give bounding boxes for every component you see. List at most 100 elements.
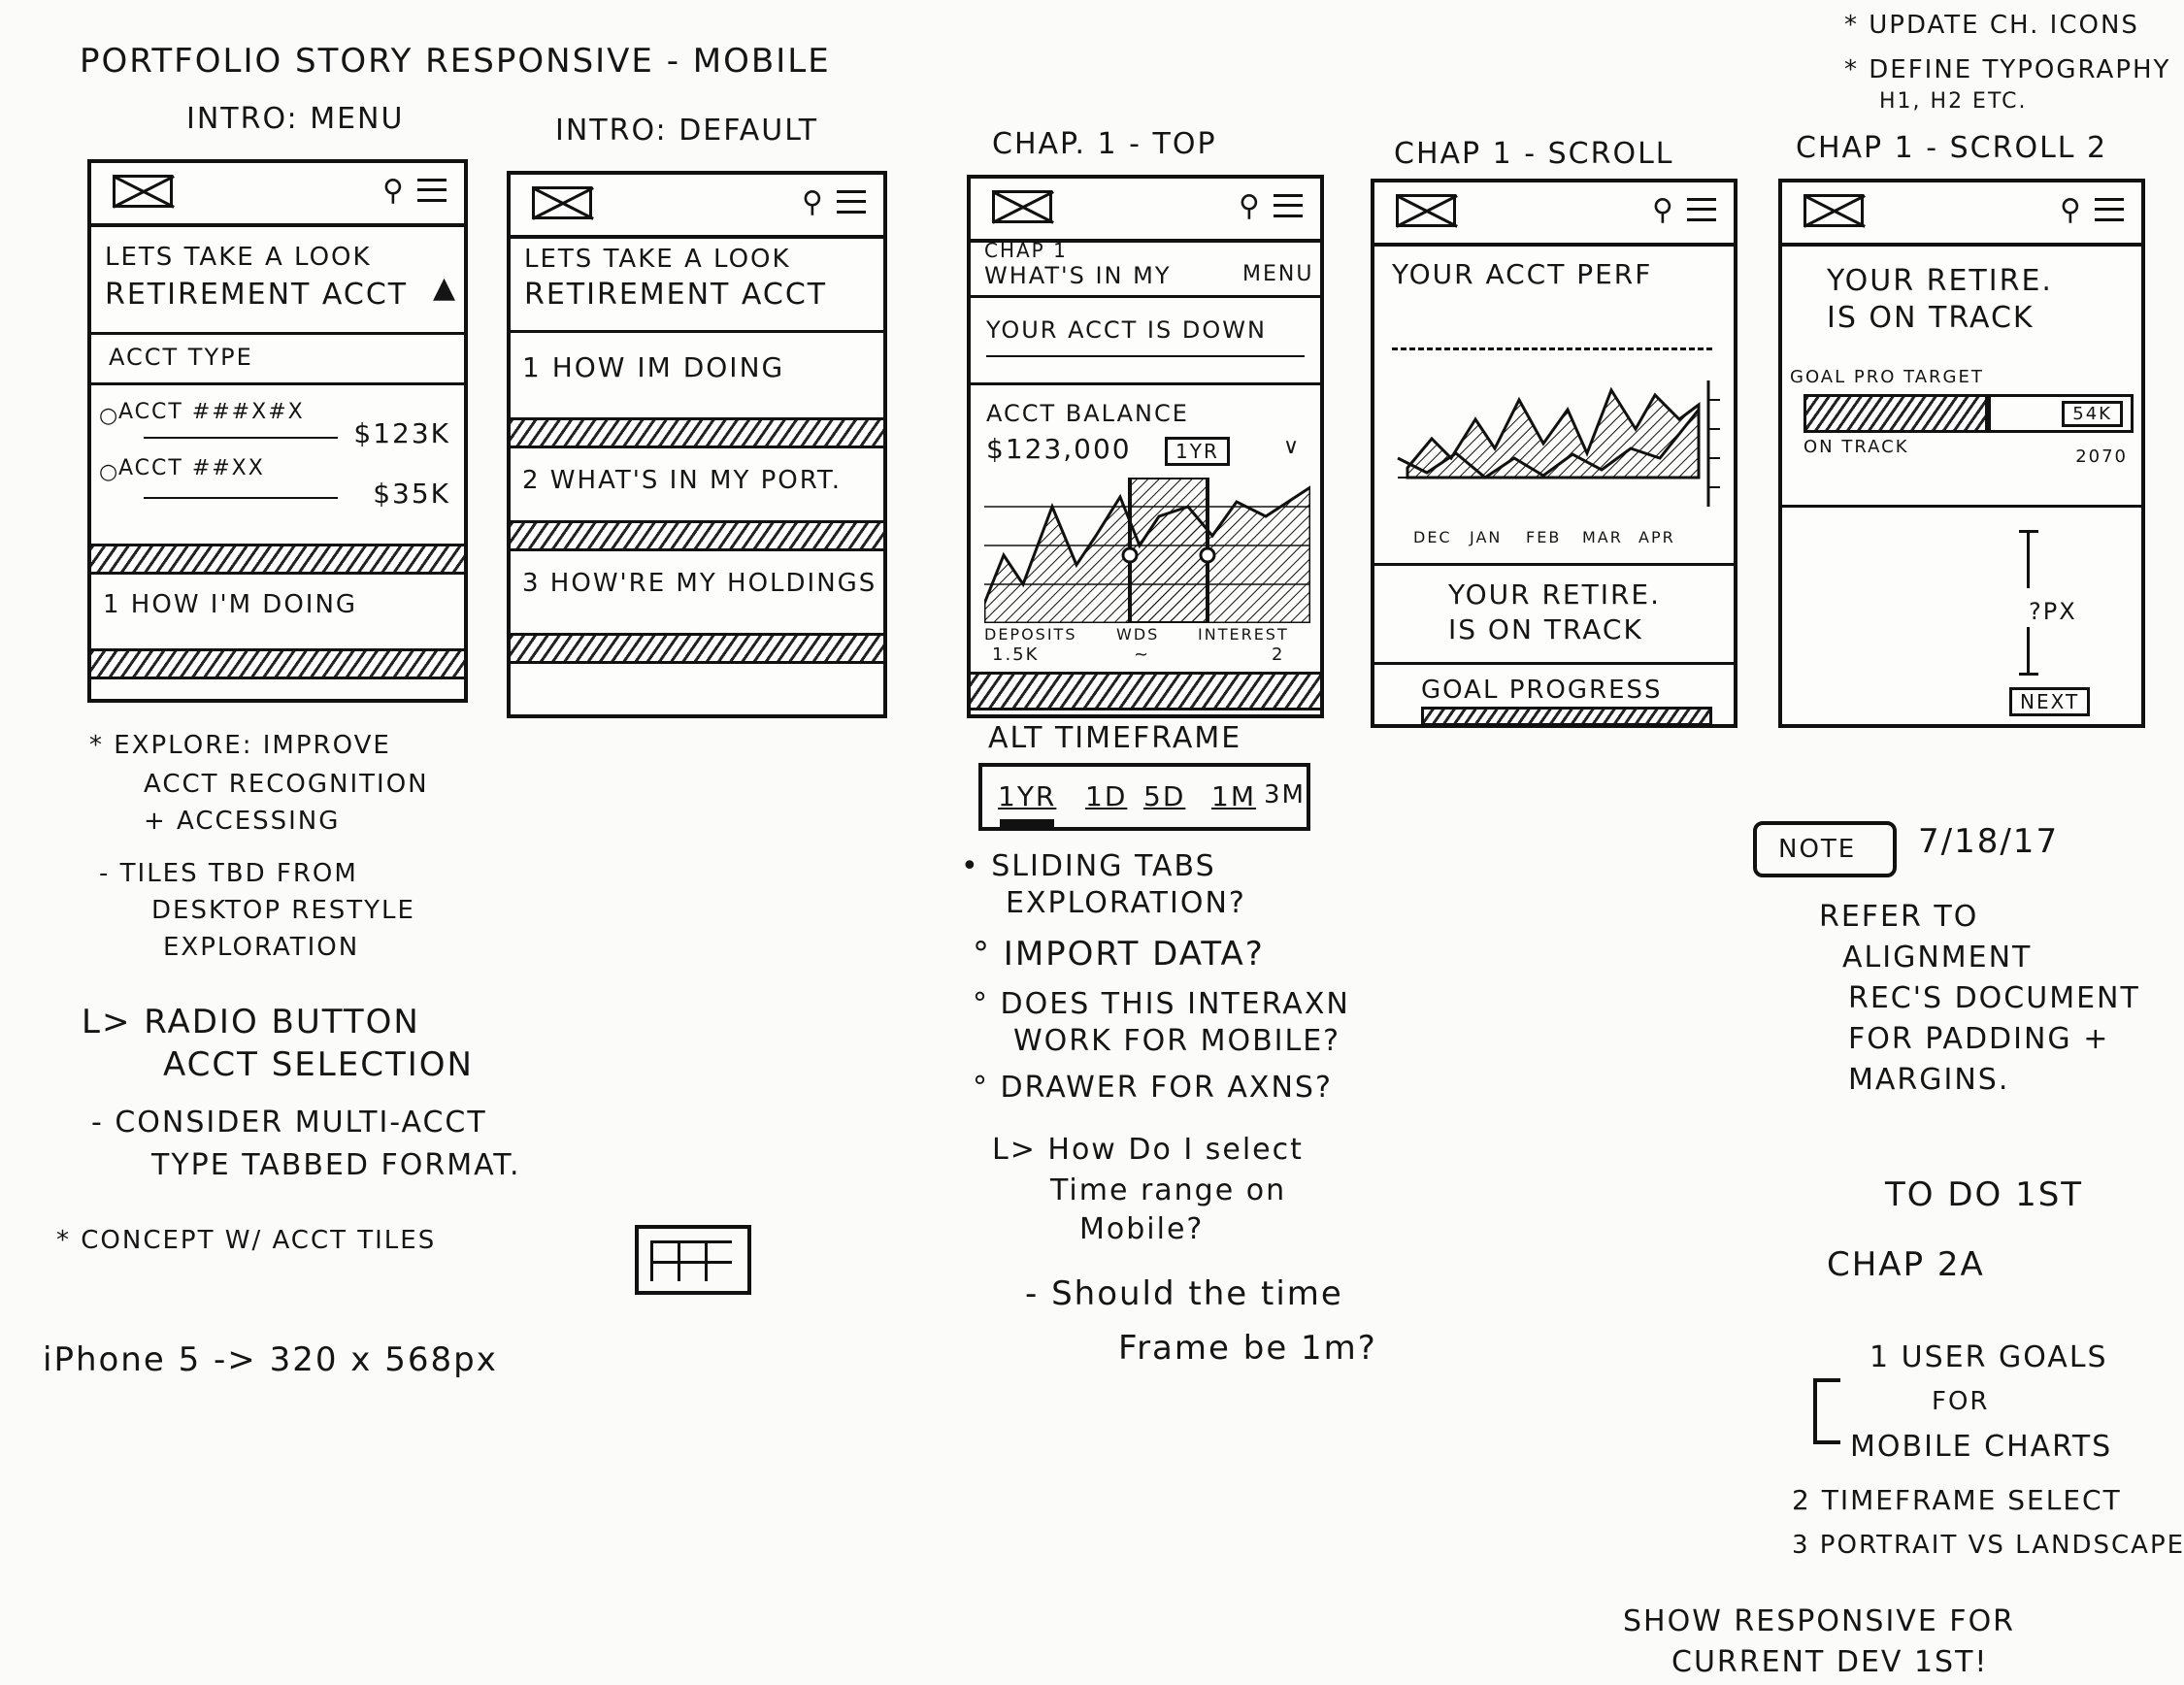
menu-icon[interactable] (837, 190, 866, 214)
goal-bar: 54K (1803, 394, 2134, 433)
account-name[interactable]: Acct ###x#x (118, 400, 305, 424)
note-left: Acct Selection (163, 1045, 474, 1084)
note-left: * Concept w/ Acct Tiles (56, 1226, 437, 1255)
note-right: Alignment (1842, 941, 2033, 975)
note-mid: • Sliding Tabs (961, 849, 1216, 883)
note-left: + Accessing (144, 807, 341, 836)
month-tick: Feb (1526, 528, 1562, 546)
search-icon[interactable]: ⚲ (2060, 193, 2081, 227)
account-name[interactable]: Acct ##xx (118, 456, 265, 480)
todo-title: To Do 1st (1885, 1175, 2084, 1214)
performance-area (1406, 386, 1701, 479)
todo-item: Mobile Charts (1850, 1430, 2113, 1464)
screen-label: Chap. 1 - Top (992, 127, 1217, 161)
menu-icon[interactable] (1274, 194, 1303, 217)
note-left: Exploration (163, 933, 360, 962)
legend-label: WDs (1116, 625, 1160, 644)
balance-label: Acct Balance (986, 400, 1189, 427)
timeframe-tab[interactable]: 1M (1211, 780, 1256, 812)
tile-placeholder (91, 648, 464, 679)
note-left: - Consider Multi-Acct (91, 1106, 487, 1140)
todo-item: 2 Timeframe Select (1792, 1484, 2122, 1516)
timeframe-tab[interactable]: 5D (1143, 780, 1186, 812)
note-mid: ° Does this Interaxn (973, 987, 1350, 1021)
spacing-label: ?px (2029, 598, 2077, 625)
phone-chap1-scroll: ⚲ Your Acct Perf Dec Jan Feb Mar Apr You… (1371, 179, 1737, 728)
top-note-headings: H1, H2 etc. (1879, 89, 2028, 114)
logo-placeholder-icon (532, 186, 592, 219)
chapter-menu-link[interactable]: Menu (1242, 262, 1314, 286)
scrub-handle-icon (1199, 546, 1216, 564)
logo-placeholder-icon (992, 190, 1052, 223)
chapter-row[interactable]: 1 How I'm Doing (103, 590, 358, 619)
note-mid: - Should the time (1025, 1274, 1343, 1313)
performance-line (1397, 409, 1701, 479)
spacing-marker (2019, 530, 2038, 676)
goal-status: On Track (1803, 437, 1909, 457)
menu-icon[interactable] (2095, 198, 2124, 221)
chevron-down-icon[interactable]: ∨ (1283, 435, 1302, 459)
legend-label: Deposits (984, 625, 1077, 644)
note-mid: ° Drawer for Axns? (973, 1071, 1333, 1105)
search-icon[interactable]: ⚲ (802, 185, 823, 219)
phone-header: ⚲ (1782, 182, 2141, 247)
note-mid: Work for Mobile? (1013, 1024, 1341, 1058)
menu-icon[interactable] (417, 179, 447, 202)
timeframe-tabs: 1YR 1D 5D 1M 3M (978, 763, 1310, 831)
phone-header: ⚲ (511, 175, 883, 239)
legend-label: Interest (1198, 625, 1289, 644)
dropdown-caret-icon[interactable]: ▲ (433, 271, 458, 305)
logo-placeholder-icon (113, 175, 173, 208)
note-left: Acct Recognition (144, 770, 429, 799)
radio-icon[interactable]: ○ (99, 460, 120, 484)
scrub-handle-icon (1121, 546, 1139, 564)
note-mid: Time range on (1050, 1173, 1287, 1207)
top-note-icons: * Update Ch. Icons (1844, 11, 2139, 40)
phone-intro-menu: ⚲ Lets Take a Look Retirement Acct ▲ Acc… (87, 159, 468, 703)
note-right: For Padding + (1848, 1022, 2110, 1056)
goal-label: Goal Pro Target (1790, 367, 1984, 387)
timeframe-tab[interactable]: 3M (1264, 780, 1306, 809)
chapter-row[interactable]: 2 What's in my Port. (522, 466, 842, 495)
headline-line-1: Lets Take a Look (524, 245, 791, 274)
timeframe-tab-selected[interactable]: 1YR (998, 780, 1057, 812)
performance-chart (1397, 380, 1720, 507)
retire-message: Your Retire. (1448, 578, 1662, 611)
search-icon[interactable]: ⚲ (1652, 193, 1673, 227)
chapter-row[interactable]: 3 How're my Holdings (522, 569, 877, 598)
sheet-title: Portfolio Story Responsive - Mobile (80, 42, 831, 81)
timeframe-tab[interactable]: 1D (1085, 780, 1128, 812)
goal-bar-fill (1806, 397, 1991, 430)
chapter-row[interactable]: 1 How Im Doing (522, 351, 785, 383)
headline-line-1: Lets Take a Look (105, 243, 372, 272)
note-right: Rec's Document (1848, 981, 2140, 1015)
goal-progress-bar (1421, 707, 1712, 726)
note-badge-label: Note (1778, 835, 1857, 864)
goal-progress-label: Goal Progress (1421, 676, 1663, 705)
todo-subtitle: Chap 2A (1827, 1245, 1985, 1284)
note-mid: Mobile? (1079, 1212, 1205, 1246)
note-left: Desktop Restyle (151, 896, 415, 925)
phone-header: ⚲ (971, 179, 1320, 243)
divider (1374, 563, 1734, 566)
todo-item: For (1932, 1387, 1990, 1416)
search-icon[interactable]: ⚲ (382, 174, 404, 208)
divider (511, 330, 883, 333)
phone-intro-default: ⚲ Lets Take a Look Retirement Acct 1 How… (507, 171, 887, 718)
next-button[interactable]: Next (2009, 687, 2091, 716)
month-tick: Mar (1582, 528, 1623, 546)
screen-label: Chap 1 - Scroll 2 (1796, 131, 2108, 165)
menu-icon[interactable] (1687, 198, 1716, 221)
todo-item: 1 User Goals (1870, 1340, 2108, 1374)
note-date: 7/18/17 (1918, 822, 2060, 861)
divider (91, 332, 464, 335)
note-left: - Tiles TBD from (99, 859, 358, 888)
screen-label: Chap 1 - Scroll (1394, 137, 1674, 171)
headline-line-2: Retirement Acct (524, 278, 828, 312)
radio-icon[interactable]: ○ (99, 404, 120, 428)
tile-placeholder (511, 417, 883, 448)
tiles-icon (635, 1225, 751, 1295)
range-dropdown[interactable]: 1YR (1165, 437, 1230, 466)
search-icon[interactable]: ⚲ (1239, 189, 1260, 223)
note-mid: Frame be 1m? (1118, 1329, 1377, 1368)
